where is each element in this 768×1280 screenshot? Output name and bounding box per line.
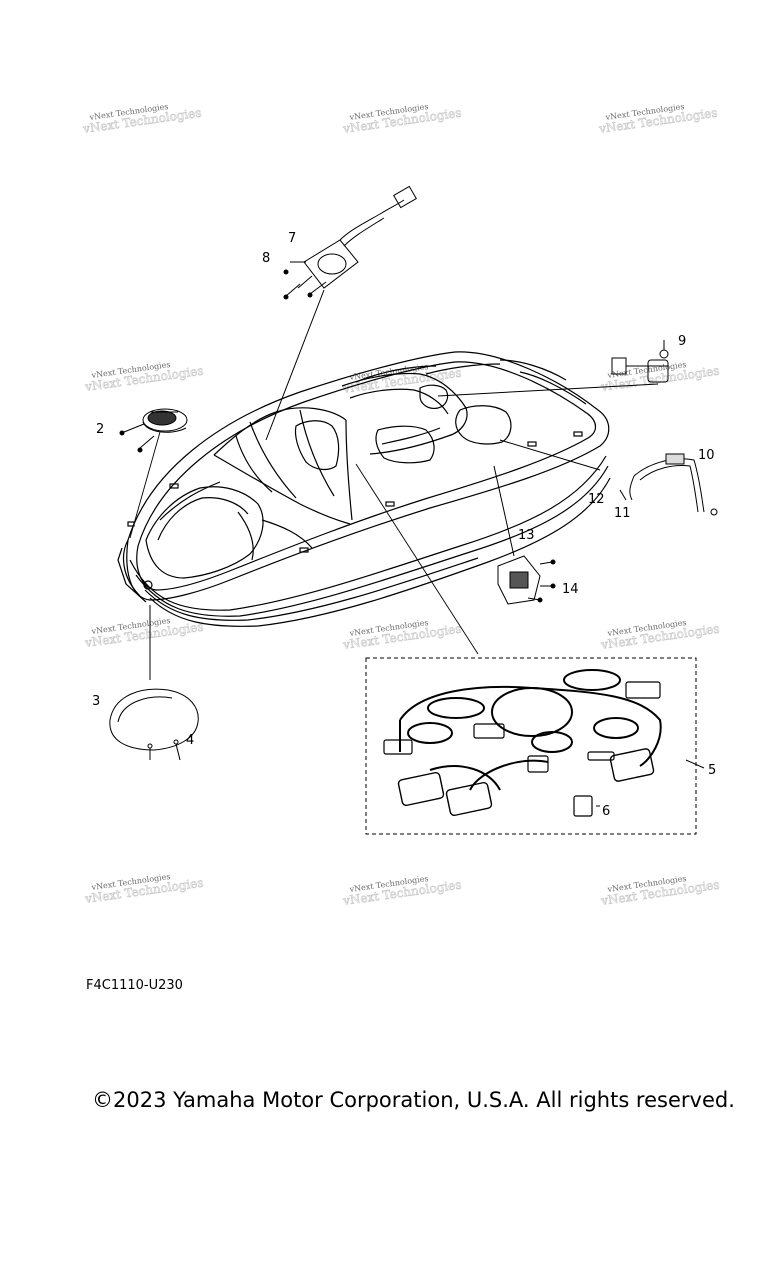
watermark-grid: vNext Technologies vNext Technologies vN… [81,102,721,908]
callout-14: 14 [562,582,579,597]
callout-4: 4 [186,733,194,748]
diagram-code: F4C1110-U230 [86,978,183,993]
callout-9: 9 [678,334,686,349]
boat-hull [117,351,611,627]
callout-6: 6 [602,804,610,819]
callout-12: 12 [588,492,605,507]
leader-line [355,463,479,655]
part-2-light [119,408,188,453]
callout-10: 10 [698,448,715,463]
copyright-notice: ©2023 Yamaha Motor Corporation, U.S.A. A… [92,1088,735,1112]
callout-labels: 2 3 4 5 6 7 8 9 10 11 12 13 14 [92,231,716,819]
callout-2: 2 [96,422,104,437]
callout-13: 13 [518,528,535,543]
callout-5: 5 [708,763,716,778]
part-5-harness [365,657,705,835]
part-7-speaker [265,185,417,441]
part-9-switch [437,340,669,397]
part-3-light-cover [109,605,199,761]
leader-line [129,431,161,539]
part-10-strap [499,439,718,516]
callout-11: 11 [614,506,631,521]
callout-3: 3 [92,694,100,709]
part-13-control-unit [493,465,556,605]
callout-7: 7 [288,231,296,246]
callout-8: 8 [262,251,270,266]
